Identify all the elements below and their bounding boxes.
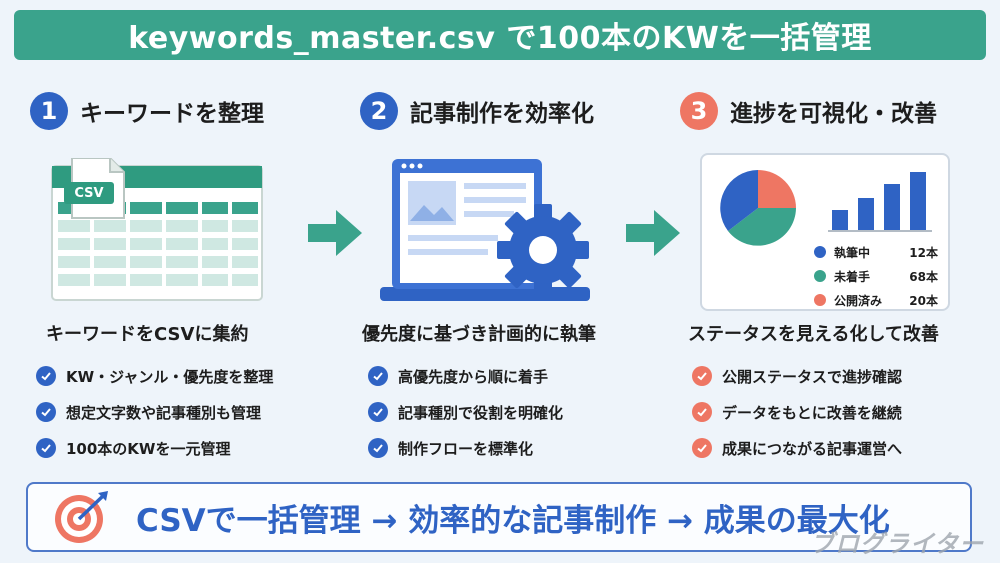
check-icon bbox=[368, 402, 388, 422]
list-item-text: 記事種別で役割を明確化 bbox=[398, 403, 564, 422]
legend-value: 12本 bbox=[909, 245, 938, 260]
step-2-number: 2 bbox=[360, 92, 398, 130]
legend-label: 執筆中 bbox=[834, 245, 871, 260]
check-icon bbox=[368, 438, 388, 458]
step-3-title: 進捗を可視化・改善 bbox=[730, 101, 937, 127]
status-legend: 執筆中 12本 未着手 68本 公開済み 20本 bbox=[814, 240, 938, 312]
legend-label: 公開済み bbox=[834, 293, 883, 308]
pie-chart-icon bbox=[720, 170, 796, 246]
step-1-heading: 1 キーワードを整理 bbox=[30, 92, 264, 130]
step-3-number: 3 bbox=[680, 92, 718, 130]
bar-chart-icon bbox=[828, 172, 932, 232]
legend-item: 未着手 68本 bbox=[814, 264, 938, 288]
browser-gear-icon bbox=[380, 159, 590, 301]
list-item-text: 成果につながる記事運営へ bbox=[722, 439, 903, 458]
legend-item: 執筆中 12本 bbox=[814, 240, 938, 264]
list-item: 想定文字数や記事種別も管理 bbox=[36, 394, 273, 430]
arrow-right-icon bbox=[626, 210, 680, 256]
page-title: keywords_master.csv で100本のKWを一括管理 bbox=[14, 10, 986, 60]
list-item: 制作フローを標準化 bbox=[368, 430, 563, 466]
legend-value: 68本 bbox=[909, 269, 938, 284]
list-item: KW・ジャンル・優先度を整理 bbox=[36, 358, 273, 394]
list-item: 100本のKWを一元管理 bbox=[36, 430, 273, 466]
step-2-subheading: 優先度に基づき計画的に執筆 bbox=[362, 324, 596, 345]
legend-label: 未着手 bbox=[834, 269, 871, 284]
list-item-text: 制作フローを標準化 bbox=[398, 439, 534, 458]
summary-banner: CSVで一括管理 → 効率的な記事制作 → 成果の最大化 bbox=[26, 482, 972, 552]
list-item-text: 高優先度から順に着手 bbox=[398, 367, 549, 386]
arrow-right-icon bbox=[308, 210, 362, 256]
target-icon bbox=[55, 491, 108, 543]
step-3-checklist: 公開ステータスで進捗確認 データをもとに改善を継続 成果につながる記事運営へ bbox=[692, 358, 902, 466]
legend-value: 20本 bbox=[909, 293, 938, 308]
list-item: 成果につながる記事運営へ bbox=[692, 430, 902, 466]
check-icon bbox=[692, 402, 712, 422]
check-icon bbox=[368, 366, 388, 386]
list-item-text: 100本のKWを一元管理 bbox=[66, 439, 231, 458]
step-2-heading: 2 記事制作を効率化 bbox=[360, 92, 594, 130]
check-icon bbox=[36, 438, 56, 458]
step-2-title: 記事制作を効率化 bbox=[410, 101, 594, 127]
step-1-title: キーワードを整理 bbox=[80, 101, 264, 127]
step-3-subheading: ステータスを見える化して改善 bbox=[688, 324, 939, 345]
step-2-checklist: 高優先度から順に着手 記事種別で役割を明確化 制作フローを標準化 bbox=[368, 358, 563, 466]
legend-dot bbox=[814, 270, 826, 282]
legend-item: 公開済み 20本 bbox=[814, 288, 938, 312]
list-item-text: 公開ステータスで進捗確認 bbox=[722, 367, 903, 386]
step-1-subheading: キーワードをCSVに集約 bbox=[46, 324, 249, 345]
list-item-text: 想定文字数や記事種別も管理 bbox=[66, 403, 262, 422]
spreadsheet-icon bbox=[51, 158, 263, 301]
csv-file-label: CSV bbox=[74, 185, 104, 201]
legend-dot bbox=[814, 246, 826, 258]
summary-text: CSVで一括管理 → 効率的な記事制作 → 成果の最大化 bbox=[136, 502, 890, 539]
list-item: 公開ステータスで進捗確認 bbox=[692, 358, 902, 394]
check-icon bbox=[36, 402, 56, 422]
step-3-heading: 3 進捗を可視化・改善 bbox=[680, 92, 937, 130]
list-item-text: KW・ジャンル・優先度を整理 bbox=[66, 367, 274, 386]
check-icon bbox=[692, 438, 712, 458]
list-item: 高優先度から順に着手 bbox=[368, 358, 563, 394]
list-item-text: データをもとに改善を継続 bbox=[722, 403, 902, 422]
watermark-logo: ブログライター bbox=[809, 530, 984, 558]
check-icon bbox=[36, 366, 56, 386]
step-1-number: 1 bbox=[30, 92, 68, 130]
list-item: データをもとに改善を継続 bbox=[692, 394, 902, 430]
step-1-checklist: KW・ジャンル・優先度を整理 想定文字数や記事種別も管理 100本のKWを一元管… bbox=[36, 358, 273, 466]
check-icon bbox=[692, 366, 712, 386]
legend-dot bbox=[814, 294, 826, 306]
list-item: 記事種別で役割を明確化 bbox=[368, 394, 563, 430]
